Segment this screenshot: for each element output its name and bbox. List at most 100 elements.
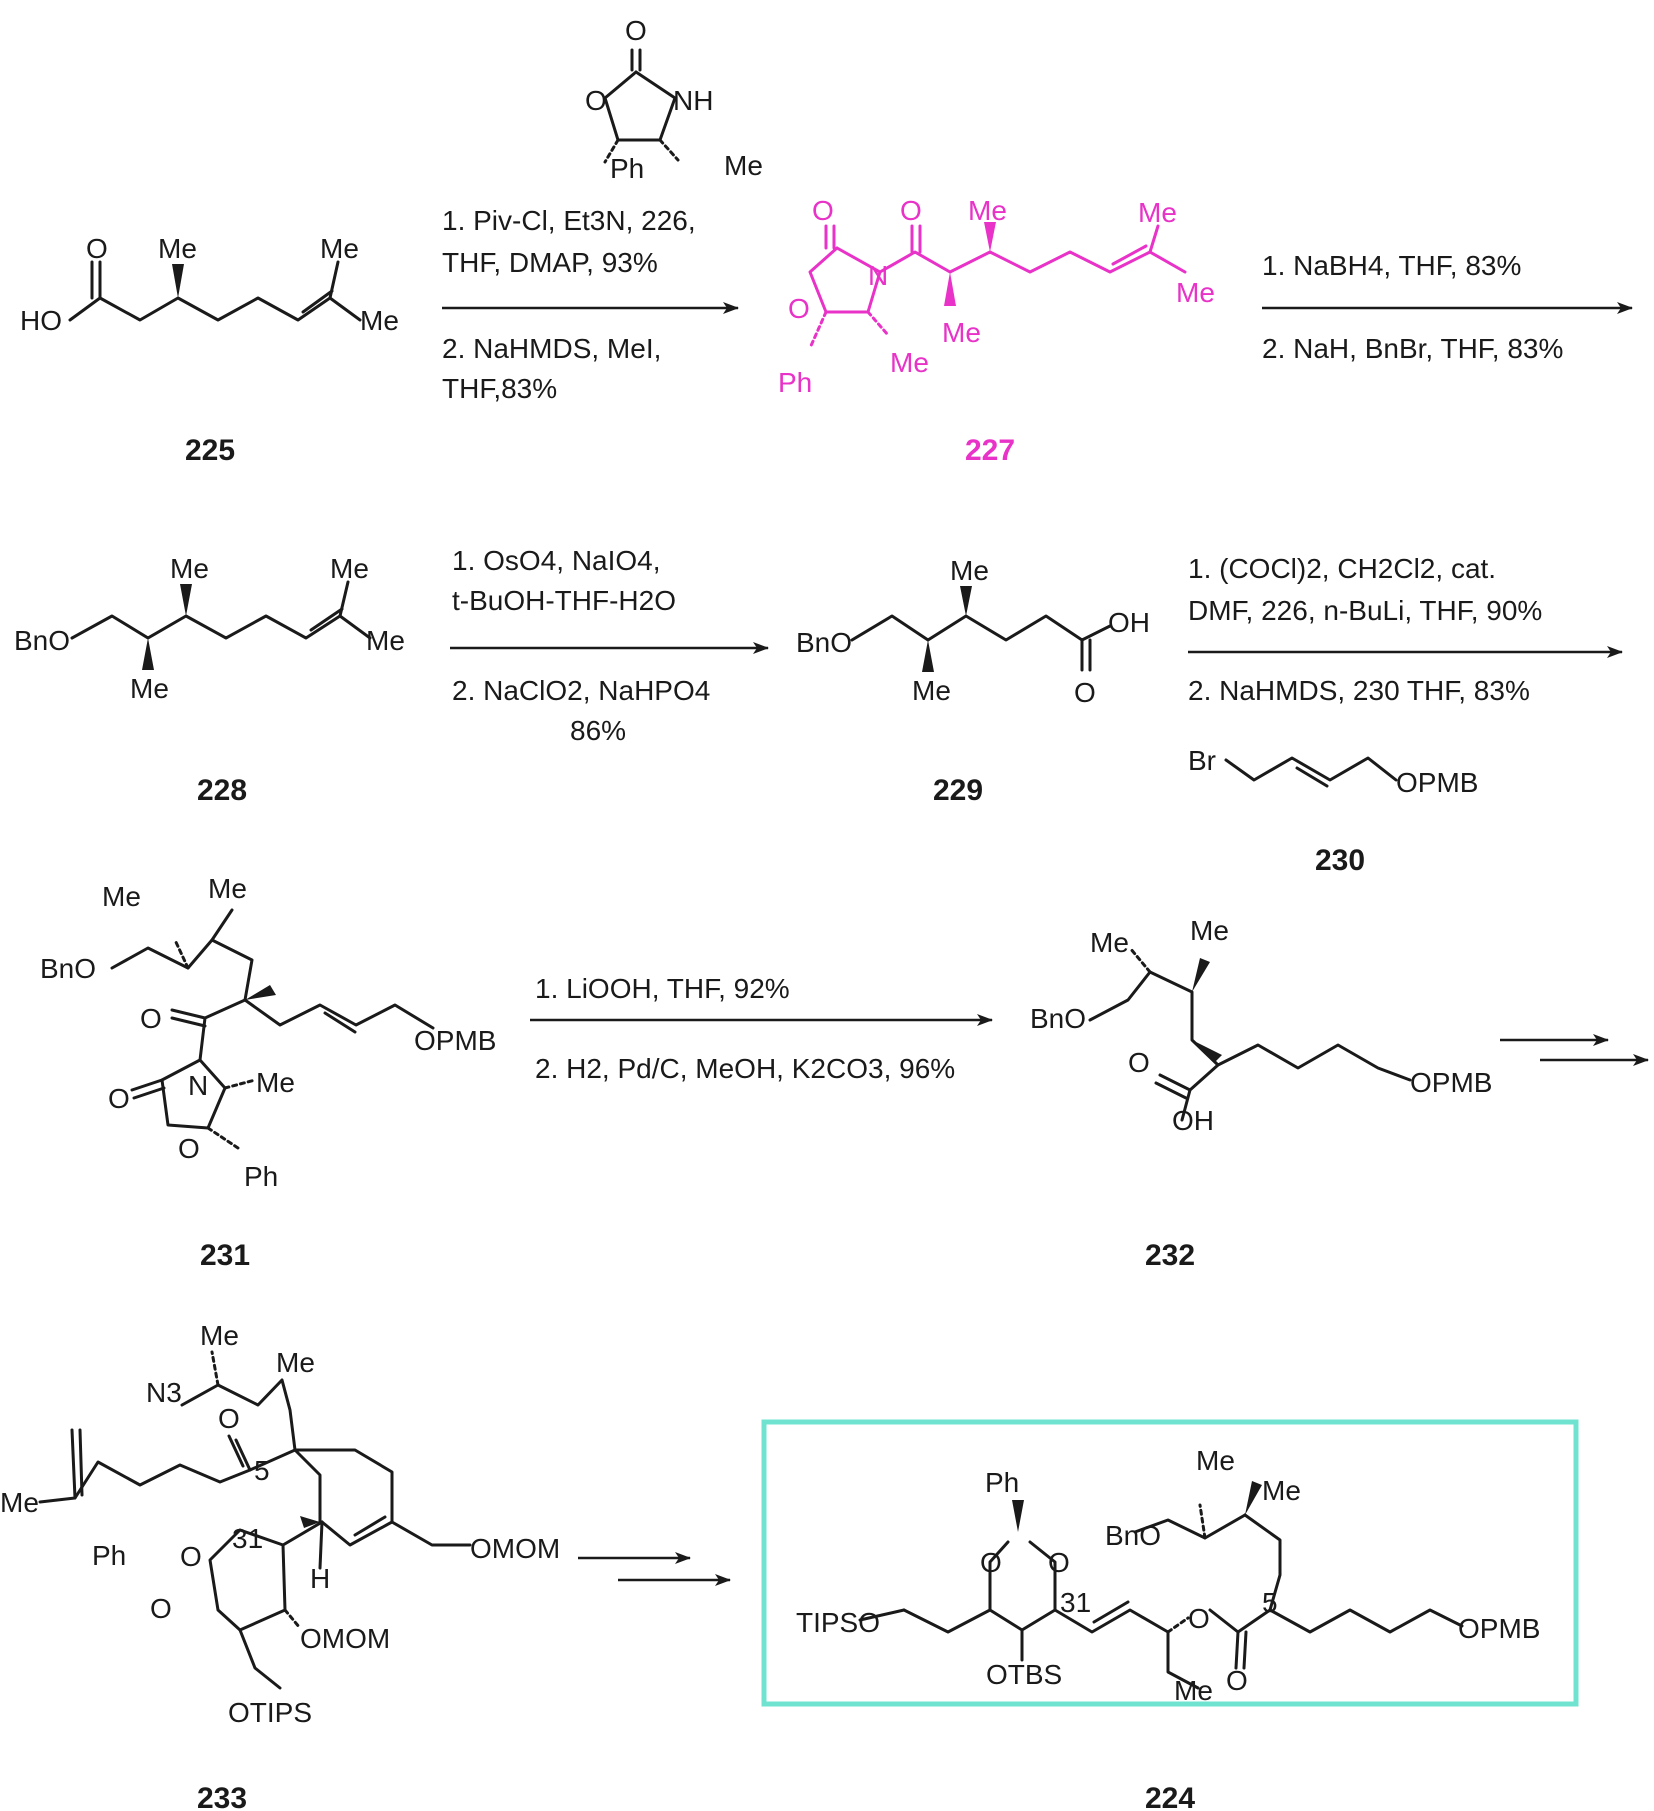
atom: OPMB	[1410, 1067, 1492, 1098]
multistep-arrow	[578, 1552, 731, 1586]
atom: Me	[330, 553, 369, 584]
atom: Me	[1190, 915, 1229, 946]
compound-label: 230	[1315, 844, 1365, 877]
atom: Me	[208, 873, 247, 904]
atom: OPMB	[1458, 1613, 1540, 1644]
atom: Me	[320, 233, 359, 264]
atom: NH	[673, 85, 713, 116]
atom: 5	[1262, 1587, 1278, 1618]
atom: O	[140, 1003, 162, 1034]
compound-226: O O NH Ph Me	[585, 15, 763, 184]
condition-text: 1. NaBH4, THF, 83%	[1262, 250, 1521, 281]
atom: O	[812, 195, 834, 226]
compound-227: O O O N Me Me Me Me Me Ph	[778, 195, 1215, 398]
compound-label: 228	[197, 774, 247, 807]
atom: Me	[360, 305, 399, 336]
atom: Me	[950, 555, 989, 586]
atom: BnO	[1030, 1003, 1086, 1034]
atom: Me	[968, 195, 1007, 226]
atom: O	[1128, 1047, 1150, 1078]
atom: O	[900, 195, 922, 226]
atom: Me	[102, 881, 141, 912]
atom: TIPSO	[796, 1607, 880, 1638]
reaction-step-2: 1. NaBH4, THF, 83% 2. NaH, BnBr, THF, 83…	[1262, 250, 1633, 364]
atom: Me	[256, 1067, 295, 1098]
compound-label: 227	[965, 434, 1015, 467]
atom: OTIPS	[228, 1697, 312, 1728]
compound-229: BnO Me Me OH O	[796, 555, 1150, 708]
multistep-arrow	[1500, 1034, 1649, 1066]
compound-label: 231	[200, 1239, 250, 1272]
atom: Ph	[778, 367, 812, 398]
atom: O	[1226, 1665, 1248, 1696]
atom: Me	[158, 233, 197, 264]
atom: Me	[1262, 1475, 1301, 1506]
atom: Me	[1090, 927, 1129, 958]
condition-text: t-BuOH-THF-H2O	[452, 585, 676, 616]
atom: Me	[912, 675, 951, 706]
condition-text: 1. Piv-Cl, Et3N, 226,	[442, 205, 696, 236]
atom: N3	[146, 1377, 182, 1408]
atom: H	[310, 1563, 330, 1594]
atom: O	[585, 85, 607, 116]
atom: Me	[276, 1347, 315, 1378]
atom: HO	[20, 305, 62, 336]
condition-text: 1. OsO4, NaIO4,	[452, 545, 661, 576]
atom: Ph	[985, 1467, 1019, 1498]
atom: 31	[232, 1523, 263, 1554]
atom: O	[178, 1133, 200, 1164]
compound-230: Br OPMB	[1188, 745, 1478, 798]
atom: Me	[1196, 1445, 1235, 1476]
atom: 5	[254, 1455, 270, 1486]
reaction-step-5: 1. LiOOH, THF, 92% 2. H2, Pd/C, MeOH, K2…	[530, 973, 993, 1084]
atom: Me	[1174, 1675, 1213, 1706]
atom: OMOM	[470, 1533, 560, 1564]
atom: Me	[366, 625, 405, 656]
atom: Ph	[244, 1161, 278, 1192]
atom: OMOM	[300, 1623, 390, 1654]
atom: OH	[1172, 1105, 1214, 1136]
compound-label: 233	[197, 1782, 247, 1811]
compound-label: 225	[185, 434, 235, 467]
atom: BnO	[14, 625, 70, 656]
atom: O	[180, 1541, 202, 1572]
atom: Br	[1188, 745, 1216, 776]
atom: Me	[170, 553, 209, 584]
condition-text: 2. NaHMDS, 230 THF, 83%	[1188, 675, 1530, 706]
atom: OTBS	[986, 1659, 1062, 1690]
condition-text: 86%	[570, 715, 626, 746]
compound-228: BnO Me Me Me Me	[14, 553, 405, 704]
condition-text: 1. LiOOH, THF, 92%	[535, 973, 790, 1004]
atom: O	[1048, 1547, 1070, 1578]
atom: O	[218, 1403, 240, 1434]
condition-text: DMF, 226, n-BuLi, THF, 90%	[1188, 595, 1542, 626]
atom: Ph	[610, 153, 644, 184]
atom: Me	[890, 347, 929, 378]
compound-label: 232	[1145, 1239, 1195, 1272]
atom: Me	[1138, 197, 1177, 228]
atom: O	[86, 233, 108, 264]
target-box	[761, 1419, 1579, 1707]
compound-label: 229	[933, 774, 983, 807]
atom: BnO	[796, 627, 852, 658]
atom: Me	[1176, 277, 1215, 308]
reaction-step-1: 1. Piv-Cl, Et3N, 226, THF, DMAP, 93% 2. …	[442, 205, 739, 404]
compound-label: 224	[1145, 1782, 1195, 1811]
atom: O	[150, 1593, 172, 1624]
atom: N	[188, 1070, 208, 1101]
atom: O	[980, 1547, 1002, 1578]
condition-text: THF,83%	[442, 373, 557, 404]
atom: O	[108, 1083, 130, 1114]
condition-text: 2. NaH, BnBr, THF, 83%	[1262, 333, 1563, 364]
atom: OPMB	[1396, 767, 1478, 798]
compound-225: O HO Me Me Me	[20, 233, 399, 336]
compound-231: Me Me BnO O OPMB N O Me O Ph	[40, 873, 496, 1192]
atom: OH	[1108, 607, 1150, 638]
atom: Me	[200, 1320, 239, 1351]
compound-233: Me N3 Me O 5 Me 31 OMOM Ph O O H OMOM OT…	[0, 1320, 560, 1728]
atom: O	[1188, 1603, 1210, 1634]
compound-224: Ph Me BnO Me O O 31 5 TIPSO O O OPMB OTB…	[796, 1445, 1540, 1706]
atom: BnO	[40, 953, 96, 984]
atom: N	[868, 260, 888, 291]
